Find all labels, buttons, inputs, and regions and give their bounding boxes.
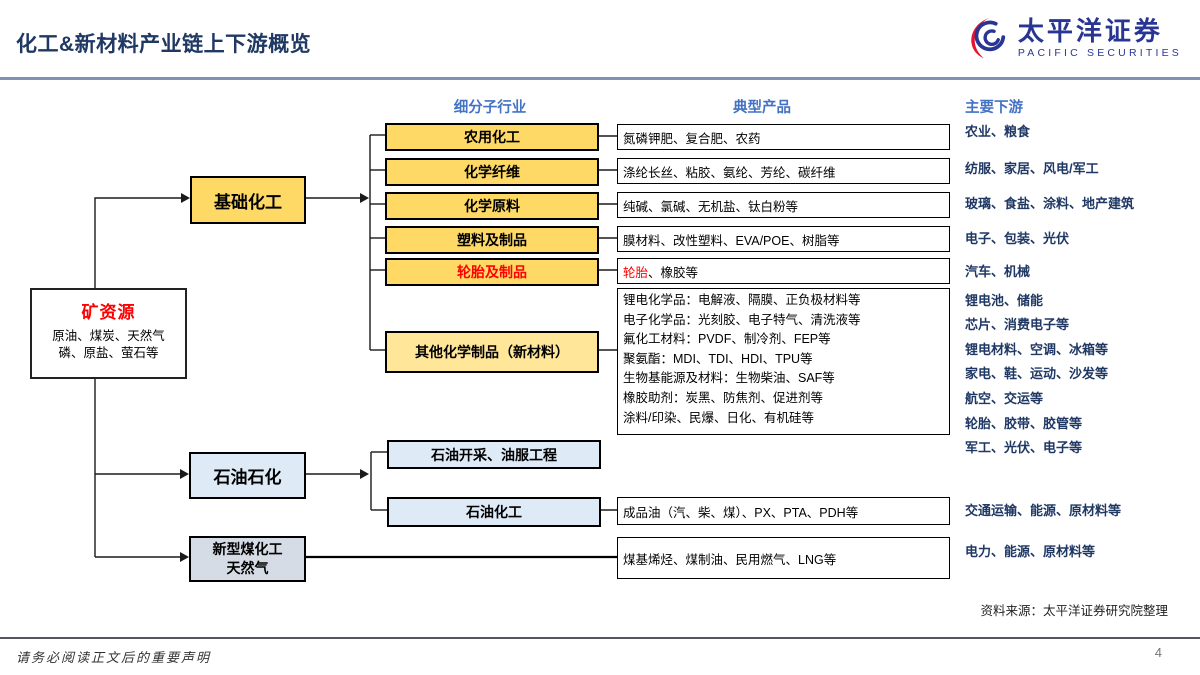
products-agrochemical: 氮磷钾肥、复合肥、农药 bbox=[617, 124, 950, 150]
downstream-item: 军工、光伏、电子等 bbox=[965, 440, 1083, 455]
sub-industry-plastics: 塑料及制品 bbox=[385, 226, 599, 254]
company-logo: 太平洋证券 PACIFIC SECURITIES bbox=[968, 14, 1182, 62]
node-coal-chemical-gas: 新型煤化工 天然气 bbox=[189, 536, 306, 582]
sub-industry-tires: 轮胎及制品 bbox=[385, 258, 599, 286]
page-number: 4 bbox=[1154, 645, 1162, 660]
column-header-sub-industry: 细分子行业 bbox=[453, 100, 527, 116]
sub-industry-chemical-fiber: 化学纤维 bbox=[385, 158, 599, 186]
node-mineral-resources: 矿资源 原油、煤炭、天然气 磷、原盐、萤石等 bbox=[30, 288, 187, 379]
header-divider bbox=[0, 77, 1200, 80]
products-chemical-raw-materials: 纯碱、氯碱、无机盐、钛白粉等 bbox=[617, 192, 950, 218]
downstream-item: 轮胎、胶带、胶管等 bbox=[965, 416, 1083, 431]
products-plastics: 膜材料、改性塑料、EVA/POE、树脂等 bbox=[617, 226, 950, 252]
products-petrochemical: 成品油（汽、柴、煤）、PX、PTA、PDH等 bbox=[617, 497, 950, 525]
product-line: 生物基能源及材料：生物柴油、SAF等 bbox=[623, 371, 835, 386]
downstream-item: 锂电材料、空调、冰箱等 bbox=[965, 342, 1109, 357]
products-tires: 轮胎、橡胶等 bbox=[617, 258, 950, 284]
logo-text: 太平洋证券 PACIFIC SECURITIES bbox=[1018, 17, 1182, 60]
node-basic-chemical: 基础化工 bbox=[190, 176, 306, 224]
sub-industry-chemical-raw-materials: 化学原料 bbox=[385, 192, 599, 220]
downstream-item: 家电、鞋、运动、沙发等 bbox=[965, 366, 1109, 381]
downstream-item: 交通运输、能源、原材料等 bbox=[965, 503, 1122, 518]
downstream-item: 纺服、家居、风电/军工 bbox=[965, 161, 1099, 176]
product-line: 电子化学品：光刻胶、电子特气、清洗液等 bbox=[623, 312, 861, 327]
product-line: 锂电化学品：电解液、隔膜、正负极材料等 bbox=[623, 293, 861, 307]
footer-divider bbox=[0, 637, 1200, 639]
mineral-resources-title: 矿资源 bbox=[81, 303, 136, 322]
sub-industry-agrochemical: 农用化工 bbox=[385, 123, 599, 151]
product-line: 橡胶助剂：炭黑、防焦剂、促进剂等 bbox=[623, 390, 824, 405]
node-petrochemical: 石油石化 bbox=[189, 452, 306, 499]
products-coal-chemical: 煤基烯烃、煤制油、民用燃气、LNG等 bbox=[617, 537, 950, 579]
page-title: 化工&新材料产业链上下游概览 bbox=[16, 33, 312, 56]
column-header-typical-products: 典型产品 bbox=[733, 100, 791, 116]
branch-petrochemical-industry: 石油化工 bbox=[387, 497, 601, 527]
pacific-securities-logo-icon bbox=[971, 17, 1005, 59]
logo-name-cn: 太平洋证券 bbox=[1017, 15, 1163, 46]
products-chemical-fiber: 涤纶长丝、粘胶、氨纶、芳纶、碳纤维 bbox=[617, 158, 950, 184]
downstream-item: 电力、能源、原材料等 bbox=[965, 544, 1096, 559]
logo-name-en: PACIFIC SECURITIES bbox=[1017, 47, 1182, 60]
downstream-item: 锂电池、储能 bbox=[965, 293, 1044, 308]
branch-oil-exploration: 石油开采、油服工程 bbox=[387, 440, 601, 469]
sub-industry-other-chemicals: 其他化学制品（新材料） bbox=[385, 331, 599, 373]
downstream-item: 玻璃、食盐、涂料、地产建筑 bbox=[965, 196, 1135, 211]
product-line: 氟化工材料：PVDF、制冷剂、FEP等 bbox=[623, 332, 831, 347]
downstream-item: 农业、粮食 bbox=[965, 124, 1031, 139]
product-line: 涂料/印染、民爆、日化、有机硅等 bbox=[623, 410, 814, 425]
products-tires-rest: 、橡胶等 bbox=[648, 265, 699, 280]
node-coal-line1: 新型煤化工 bbox=[212, 541, 283, 557]
product-line: 聚氨酯：MDI、TDI、HDI、TPU等 bbox=[623, 351, 813, 366]
downstream-item: 汽车、机械 bbox=[965, 264, 1031, 279]
source-note: 资料来源：太平洋证券研究院整理 bbox=[980, 604, 1168, 618]
downstream-item: 芯片、消费电子等 bbox=[965, 317, 1070, 332]
products-other-chemicals: 锂电化学品：电解液、隔膜、正负极材料等 电子化学品：光刻胶、电子特气、清洗液等 … bbox=[617, 288, 950, 435]
downstream-item: 电子、包装、光伏 bbox=[965, 231, 1070, 246]
node-coal-line2: 天然气 bbox=[226, 560, 269, 576]
downstream-item: 航空、交运等 bbox=[965, 391, 1044, 406]
mineral-resources-desc: 原油、煤炭、天然气 磷、原盐、萤石等 bbox=[52, 329, 165, 360]
footer-disclaimer: 请务必阅读正文后的重要声明 bbox=[16, 651, 212, 666]
products-tires-highlight: 轮胎 bbox=[623, 265, 649, 280]
column-header-main-downstream: 主要下游 bbox=[965, 100, 1023, 116]
